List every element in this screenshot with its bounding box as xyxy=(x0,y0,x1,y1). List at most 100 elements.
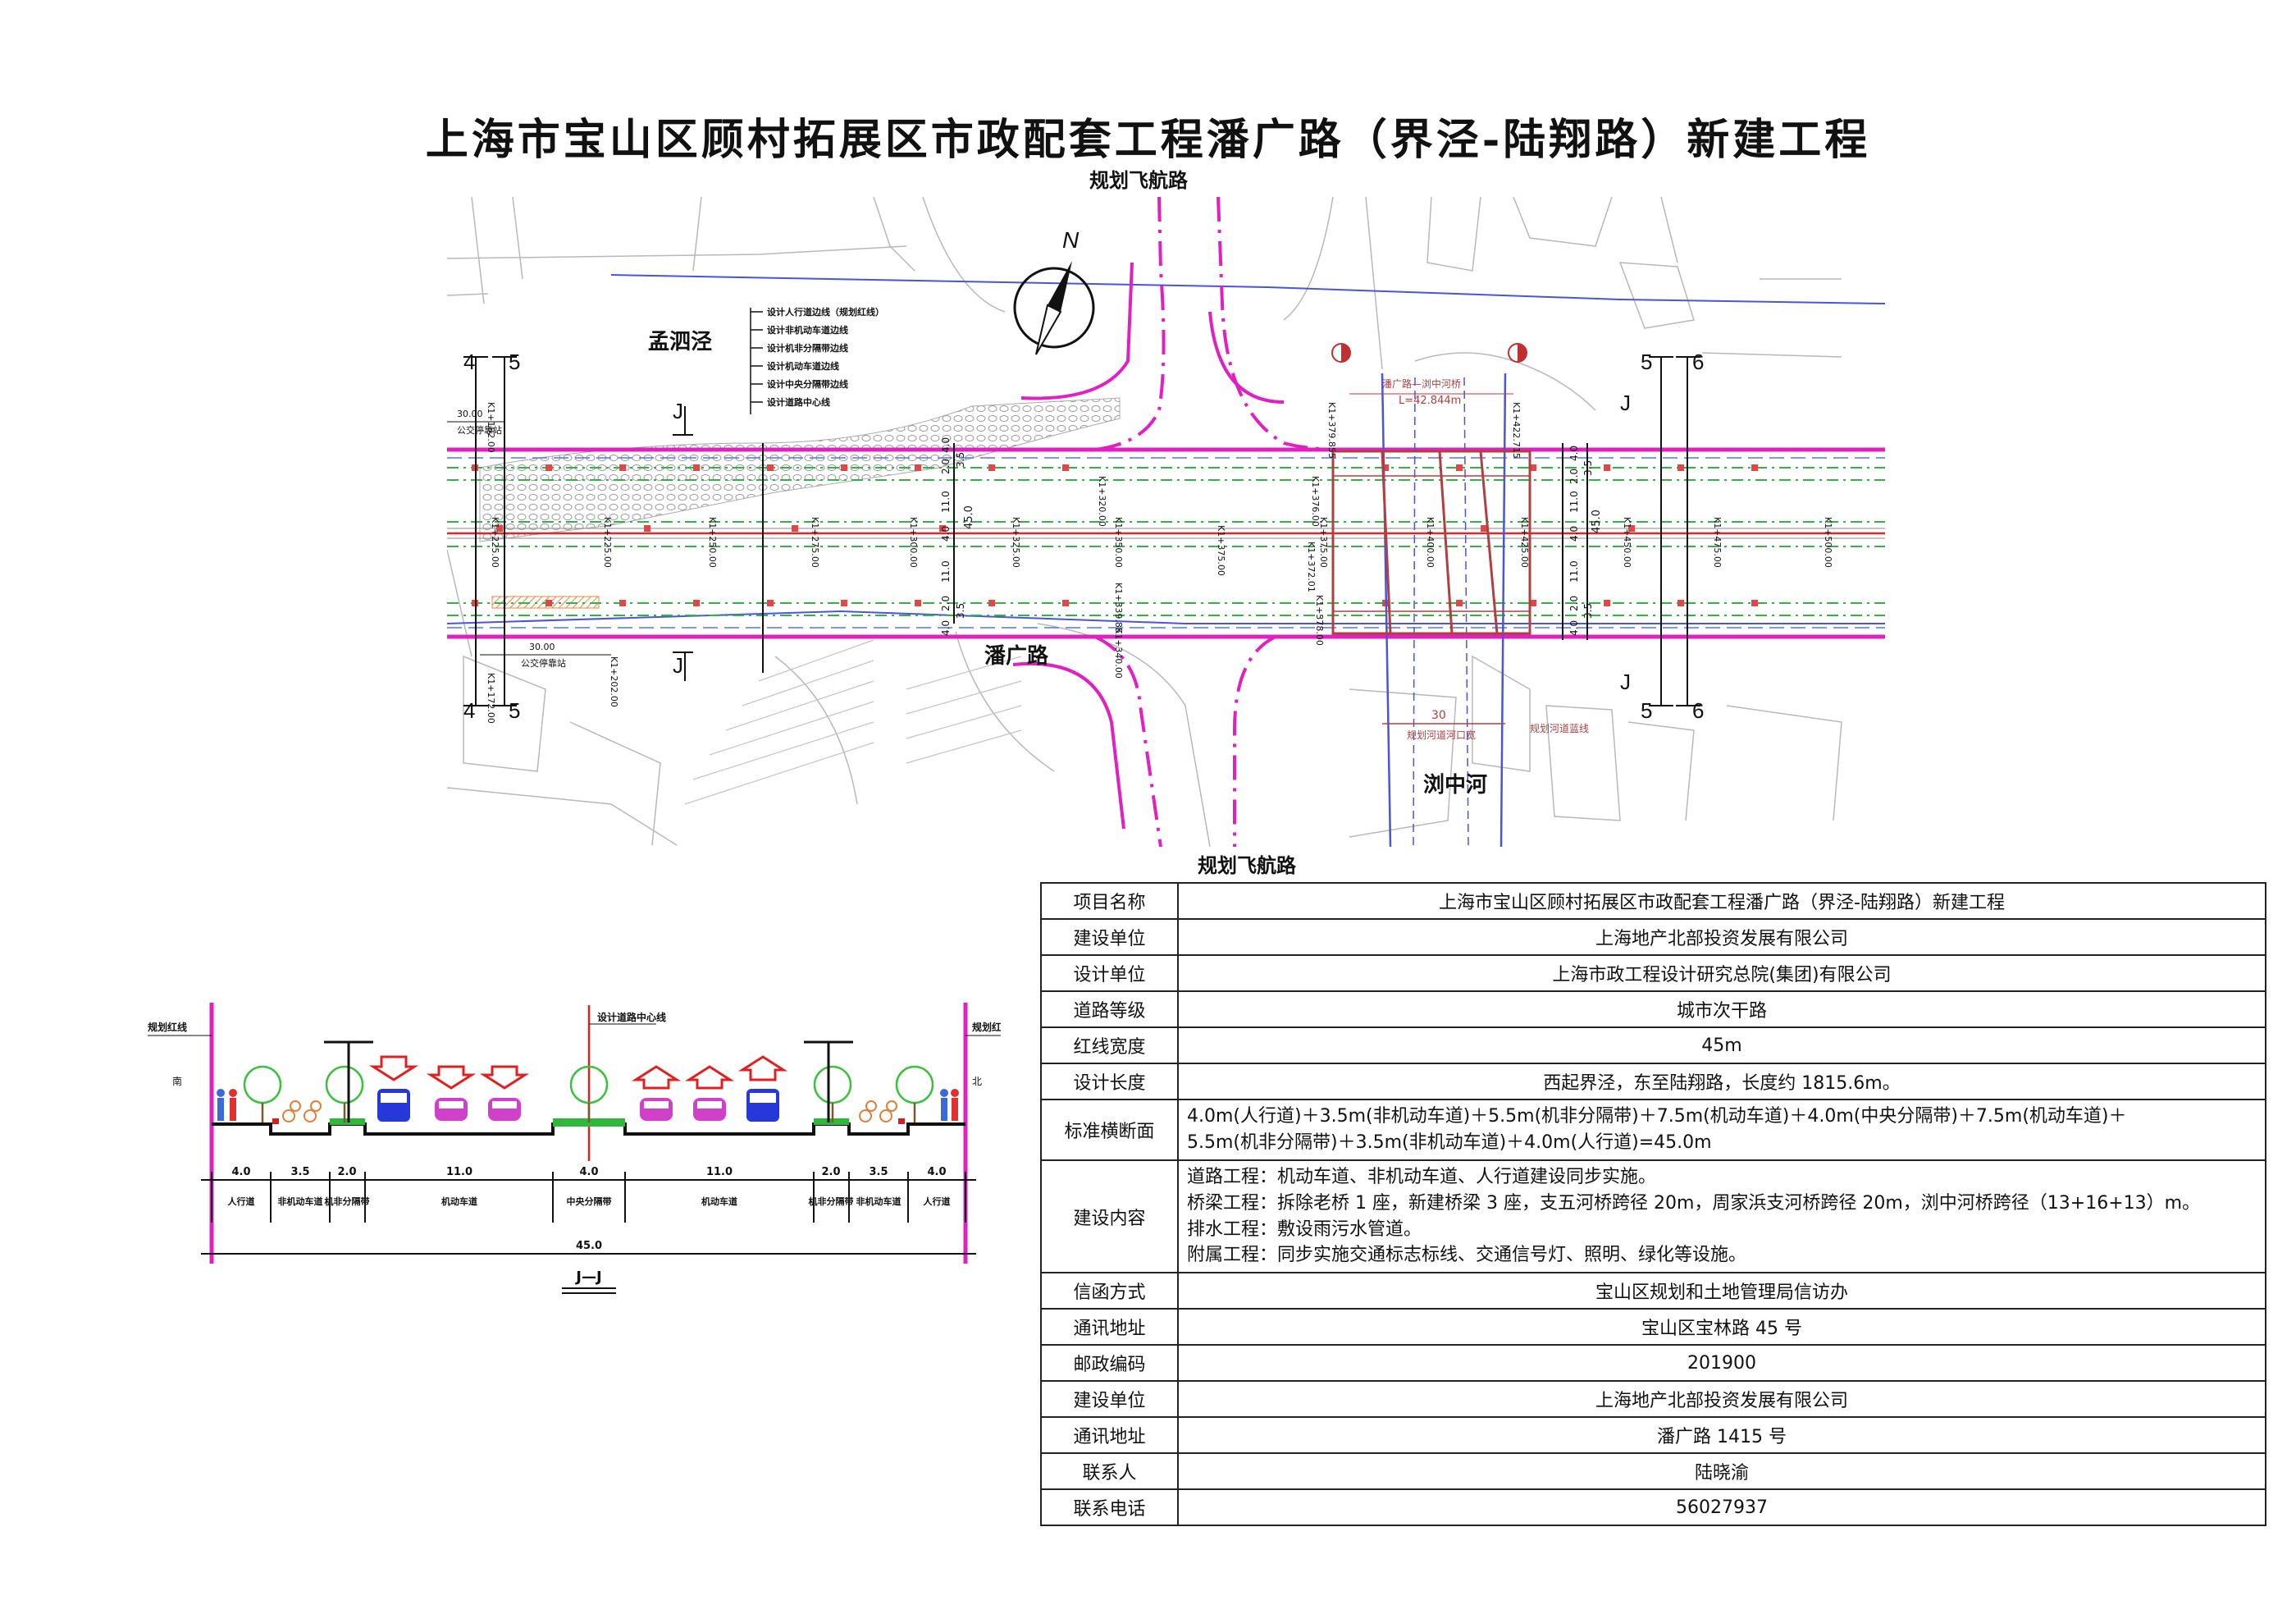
svg-text:K1+400.00: K1+400.00 xyxy=(1425,517,1436,568)
svg-text:J: J xyxy=(673,653,683,678)
svg-text:设计非机动车道边线: 设计非机动车道边线 xyxy=(767,324,848,336)
svg-text:4.0: 4.0 xyxy=(1568,620,1580,636)
info-row: 联系人 陆晓渝 xyxy=(1040,1452,2266,1491)
lamp-markers xyxy=(472,464,1758,606)
info-key: 信函方式 xyxy=(1040,1272,1179,1310)
svg-text:11.0: 11.0 xyxy=(706,1166,733,1178)
info-row: 红线宽度 45m xyxy=(1040,1026,2266,1064)
svg-text:K1+450.00: K1+450.00 xyxy=(1622,517,1632,568)
svg-text:公交停靠站: 公交停靠站 xyxy=(457,424,502,436)
info-key: 建设内容 xyxy=(1040,1159,1179,1274)
svg-text:机动车道: 机动车道 xyxy=(701,1196,737,1207)
river-width-annotation: 30 规划河道河口宽 规划河道蓝线 xyxy=(1382,709,1589,741)
bridge-piers xyxy=(1331,343,1527,363)
svg-text:6: 6 xyxy=(1692,350,1704,374)
info-row: 设计长度 西起界泾，东至陆翔路，长度约 1815.6m。 xyxy=(1040,1063,2266,1100)
svg-text:规划河道河口宽: 规划河道河口宽 xyxy=(1407,729,1476,741)
svg-text:K1+275.00: K1+275.00 xyxy=(810,517,820,568)
lane-names: 人行道 非机动车道 机非分隔带 机动车道 中央分隔带 机动车道 机非分隔带 非机… xyxy=(228,1196,951,1207)
svg-text:11.0: 11.0 xyxy=(940,560,952,583)
svg-text:2.0: 2.0 xyxy=(1568,469,1580,484)
svg-text:K1+225.00: K1+225.00 xyxy=(602,517,613,568)
info-row: 联系电话 56027937 xyxy=(1040,1488,2266,1527)
info-row: 信函方式 宝山区规划和土地管理局信访办 xyxy=(1040,1272,2266,1310)
svg-text:K1+339.85: K1+339.85 xyxy=(1113,583,1124,633)
svg-text:K1+340.00: K1+340.00 xyxy=(1113,628,1124,679)
svg-text:K1+475.00: K1+475.00 xyxy=(1712,517,1723,568)
info-row: 邮政编码 201900 xyxy=(1040,1344,2266,1383)
info-row: 通讯地址 潘广路 1415 号 xyxy=(1040,1416,2266,1455)
svg-text:孟泗泾: 孟泗泾 xyxy=(648,330,712,354)
info-key: 设计长度 xyxy=(1040,1063,1179,1100)
svg-text:2.0: 2.0 xyxy=(1568,596,1580,611)
road-width-dims-east: 4.0 3.5 2.0 11.0 4.0 11.0 2.0 3.5 4.0 45… xyxy=(1568,446,1603,636)
centerline-label: 设计道路中心线 xyxy=(597,1011,666,1023)
svg-text:3.5: 3.5 xyxy=(1582,603,1594,619)
svg-text:3.5: 3.5 xyxy=(869,1166,888,1178)
svg-text:K1+375.00: K1+375.00 xyxy=(1318,517,1329,568)
river-blue-line-top xyxy=(610,274,1885,304)
info-value: 4.0m(人行道)＋3.5m(非机动车道)＋5.5m(机非分隔带)＋7.5m(机… xyxy=(1177,1099,2266,1161)
cyclist-icons xyxy=(282,1100,897,1122)
bridge-liuzhong xyxy=(1331,450,1531,635)
station-lines xyxy=(475,357,1688,706)
svg-text:K1+375.00: K1+375.00 xyxy=(1216,525,1226,576)
svg-text:4.0: 4.0 xyxy=(927,1166,946,1178)
svg-text:6: 6 xyxy=(1692,698,1704,723)
info-row: 道路等级 城市次干路 xyxy=(1040,990,2266,1028)
curb-marker xyxy=(898,1118,905,1124)
svg-text:K1+425.00: K1+425.00 xyxy=(1519,517,1530,568)
svg-text:非机动车道: 非机动车道 xyxy=(856,1196,902,1207)
info-row: 通讯地址 宝山区宝林路 45 号 xyxy=(1040,1308,2266,1346)
svg-text:3.5: 3.5 xyxy=(1582,460,1594,476)
bridge-annotation: 潘广路—浏中河桥 L=42.844m xyxy=(1349,377,1513,407)
info-key: 通讯地址 xyxy=(1040,1416,1179,1455)
station-labels: K1+182.00 K1+172.00 K1+225.00 K1+225.00 … xyxy=(486,402,1833,724)
road-plan-view: 4 5 4 5 5 6 5 6 J J J J N 设计人行道边线（ xyxy=(447,197,1885,847)
svg-text:浏中河: 浏中河 xyxy=(1423,773,1487,798)
red-line-label-right: 规划红线 xyxy=(972,1021,1001,1033)
svg-text:K1+378.00: K1+378.00 xyxy=(1314,595,1325,646)
svg-text:K1+376.00: K1+376.00 xyxy=(1310,476,1321,527)
info-value: 潘广路 1415 号 xyxy=(1177,1416,2266,1455)
info-row: 项目名称 上海市宝山区顾村拓展区市政配套工程潘广路（界泾-陆翔路）新建工程 xyxy=(1040,882,2266,920)
svg-text:K1+422.715: K1+422.715 xyxy=(1511,402,1522,459)
svg-text:5: 5 xyxy=(509,698,520,723)
dimension-values: 4.0 3.5 2.0 11.0 4.0 11.0 2.0 3.5 4.0 45… xyxy=(231,1166,946,1252)
place-labels: 孟泗泾 潘广路 浏中河 xyxy=(648,330,1487,798)
info-value: 陆晓渝 xyxy=(1177,1452,2266,1491)
svg-text:K1+500.00: K1+500.00 xyxy=(1823,517,1833,568)
info-value: 宝山区宝林路 45 号 xyxy=(1177,1308,2266,1346)
pedestrian-icons xyxy=(217,1089,959,1121)
info-value: 宝山区规划和土地管理局信访办 xyxy=(1177,1272,2266,1310)
plan-legend: 设计人行道边线（规划红线） 设计非机动车道边线 设计机非分隔带边线 设计机动车道… xyxy=(750,306,884,414)
svg-text:设计道路中心线: 设计道路中心线 xyxy=(767,396,830,408)
svg-text:设计人行道边线（规划红线）: 设计人行道边线（规划红线） xyxy=(767,306,884,318)
svg-text:45.0: 45.0 xyxy=(1591,510,1603,533)
svg-text:3.5: 3.5 xyxy=(955,452,966,468)
svg-text:公交停靠站: 公交停靠站 xyxy=(521,657,566,669)
svg-text:K1+172.00: K1+172.00 xyxy=(486,673,496,724)
info-value: 上海市政工程设计研究总院(集团)有限公司 xyxy=(1177,954,2266,992)
red-line-label-left: 规划红线 xyxy=(148,1021,187,1033)
svg-text:2.0: 2.0 xyxy=(337,1166,356,1178)
svg-text:4.0: 4.0 xyxy=(579,1166,598,1178)
bus-stop-annotations: 30.00 公交停靠站 30.00 公交停靠站 xyxy=(447,409,611,669)
svg-text:4.0: 4.0 xyxy=(231,1166,250,1178)
svg-text:30.00: 30.00 xyxy=(529,642,555,652)
info-key: 道路等级 xyxy=(1040,990,1179,1028)
svg-text:11.0: 11.0 xyxy=(1568,491,1580,513)
planned-road-feihang xyxy=(1012,197,1342,847)
svg-text:设计中央分隔带边线: 设计中央分隔带边线 xyxy=(767,378,848,390)
vehicle-icons xyxy=(377,1089,779,1122)
info-row: 设计单位 上海市政工程设计研究总院(集团)有限公司 xyxy=(1040,954,2266,992)
dimension-line xyxy=(201,1172,976,1255)
direction-arrow-icons xyxy=(368,1055,788,1090)
info-value: 上海地产北部投资发展有限公司 xyxy=(1177,918,2266,956)
info-value: 45m xyxy=(1177,1026,2266,1064)
info-key: 通讯地址 xyxy=(1040,1308,1179,1346)
tree-icons xyxy=(243,1065,934,1122)
svg-text:2.0: 2.0 xyxy=(940,459,952,474)
svg-text:11.0: 11.0 xyxy=(1568,560,1580,583)
svg-text:4.0: 4.0 xyxy=(940,526,952,542)
